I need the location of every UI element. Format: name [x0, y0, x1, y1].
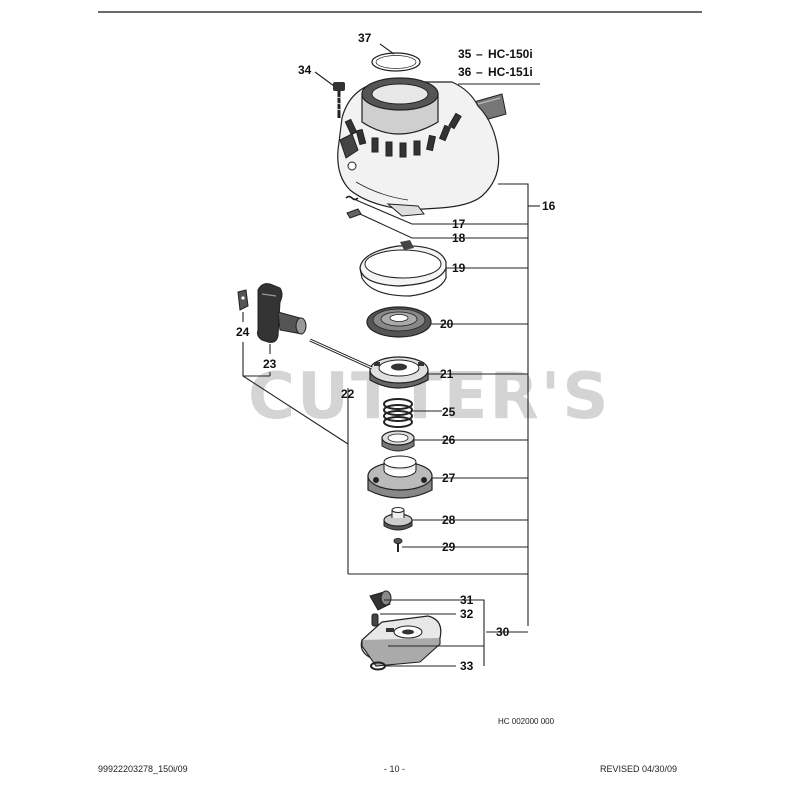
svg-text:–: –	[476, 65, 483, 79]
part-25-spring	[383, 398, 413, 428]
callout-32: 32	[460, 607, 474, 621]
part-31-fitting	[369, 590, 392, 611]
part-33-clip	[370, 661, 386, 671]
part-24-insert	[237, 289, 249, 311]
model-number-35: 35	[458, 47, 472, 61]
callout-26: 26	[442, 433, 456, 447]
callout-33: 33	[460, 659, 474, 673]
part-17-spring	[345, 195, 359, 201]
callout-28: 28	[442, 513, 456, 527]
footer-page-number: - 10 -	[384, 764, 406, 774]
model-list: 35 – HC-150i 36 – HC-151i	[458, 47, 533, 79]
part-18-pin	[346, 208, 362, 219]
callout-25: 25	[442, 405, 456, 419]
model-name-hc-150i: HC-150i	[488, 47, 533, 61]
callout-19: 19	[452, 261, 466, 275]
footer-revision-date: REVISED 04/30/09	[600, 764, 678, 774]
callout-20: 20	[440, 317, 454, 331]
part-23-starter-handle	[257, 283, 307, 343]
part-20-spring-case	[366, 306, 432, 338]
part-28-hub	[383, 507, 413, 531]
part-29-screw	[393, 538, 403, 552]
callout-27: 27	[442, 471, 456, 485]
part-19-guide-plate	[359, 240, 447, 297]
callout-31: 31	[460, 593, 474, 607]
callout-16: 16	[542, 199, 556, 213]
callout-34: 34	[298, 63, 312, 77]
part-21-rope-reel	[369, 356, 429, 389]
model-number-36: 36	[458, 65, 472, 79]
callout-labels: 37 34 16 17 18 19 20 21 22 23 24 25 26 2…	[236, 31, 556, 673]
part-26-retainer	[381, 430, 415, 452]
part-30-base-plate	[360, 615, 442, 667]
leader-lines	[242, 43, 540, 667]
svg-text:–: –	[476, 47, 483, 61]
callout-37: 37	[358, 31, 372, 45]
part-22-starter-rope	[309, 338, 373, 370]
callout-22: 22	[341, 387, 355, 401]
callout-18: 18	[452, 231, 466, 245]
footer-document-number: 99922203278_150i/09	[98, 764, 188, 774]
callout-24: 24	[236, 325, 250, 339]
part-34-screw	[333, 82, 345, 118]
part-37-gasket	[371, 52, 421, 72]
callout-29: 29	[442, 540, 456, 554]
watermark: CUTTER'S	[248, 360, 610, 434]
model-name-hc-151i: HC-151i	[488, 65, 533, 79]
part-27-ratchet-housing	[367, 455, 433, 499]
part-32-plug	[371, 613, 379, 627]
diagram-code: HC 002000 000	[498, 717, 555, 726]
callout-21: 21	[440, 367, 454, 381]
part-16-recoil-housing	[337, 77, 500, 217]
callout-23: 23	[263, 357, 277, 371]
callout-17: 17	[452, 217, 466, 231]
callout-30: 30	[496, 625, 510, 639]
